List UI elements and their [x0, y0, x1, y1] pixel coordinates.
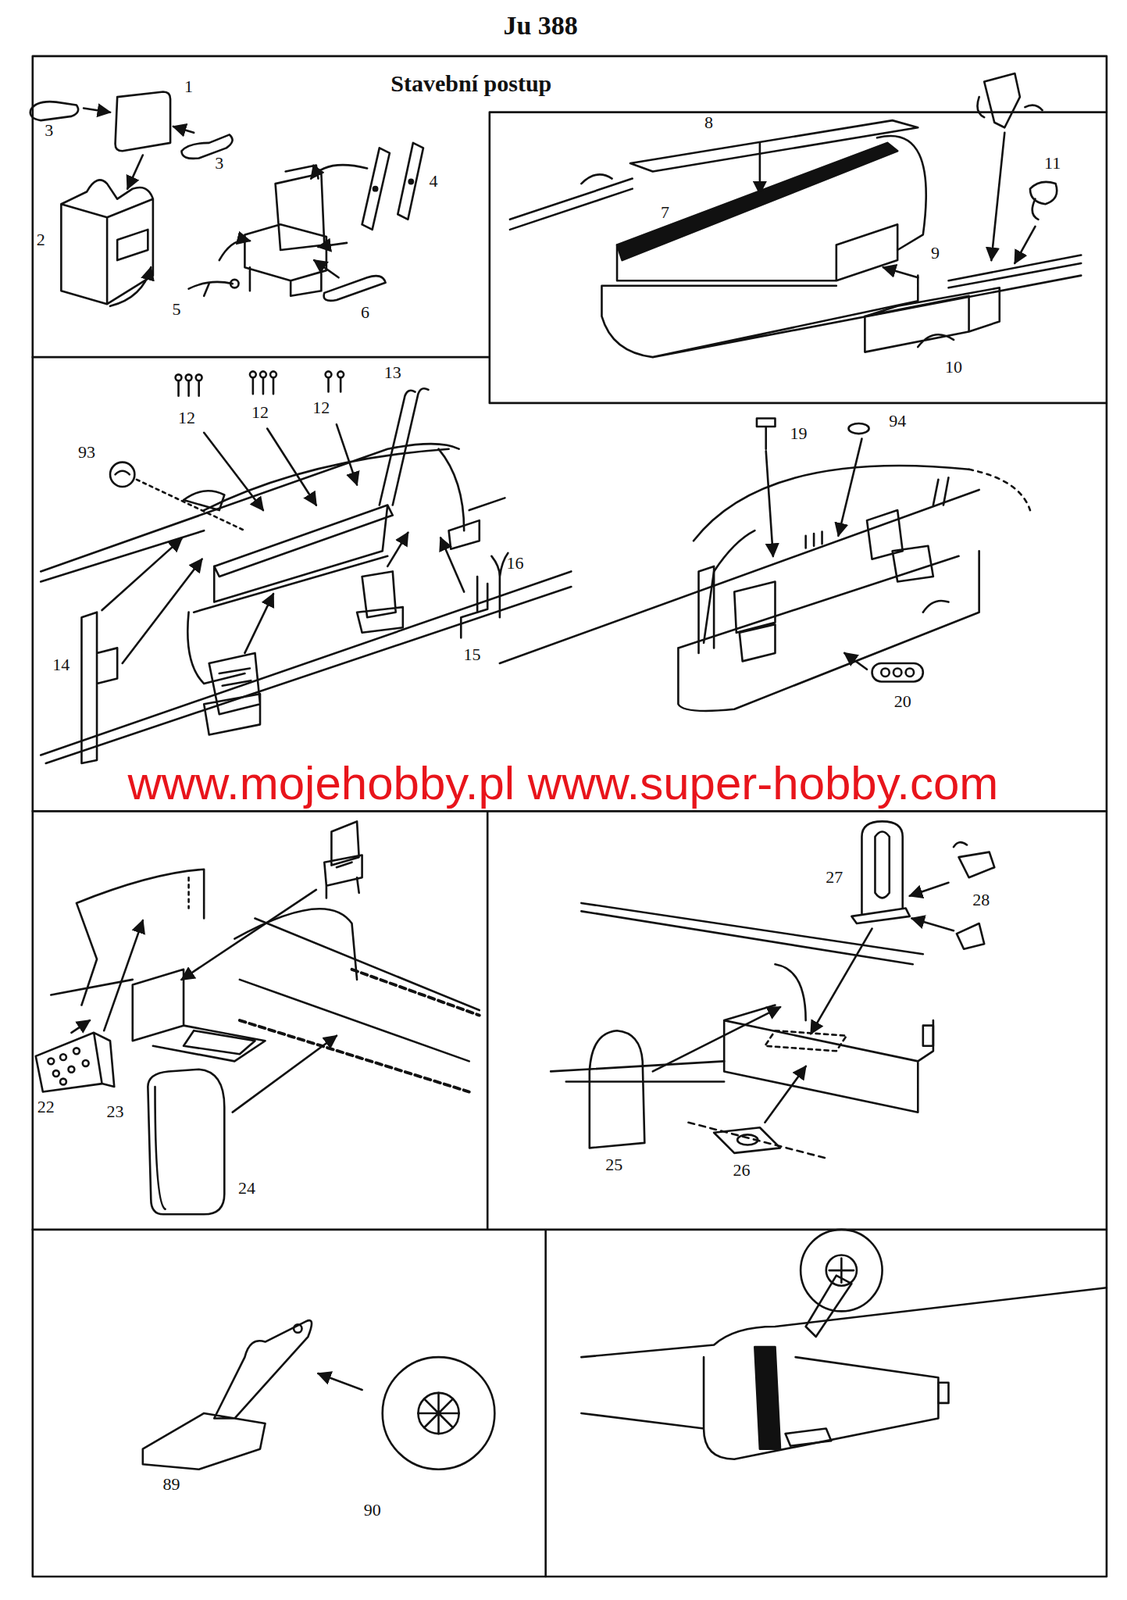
- callout-number: 23: [106, 1102, 125, 1120]
- callout-number: 3: [214, 154, 224, 172]
- callout-number: 24: [238, 1179, 256, 1197]
- callout-number: 12: [178, 409, 196, 427]
- callout-number: 10: [945, 358, 963, 376]
- callout-number: 28: [972, 891, 990, 909]
- callout-number: 25: [605, 1155, 623, 1174]
- callout-number: 6: [360, 303, 370, 321]
- callout-number: 3: [44, 121, 54, 140]
- callout-number: 93: [78, 443, 96, 461]
- callout-number: 9: [930, 244, 940, 262]
- callout-number: 16: [506, 554, 524, 572]
- callout-number: 12: [312, 399, 330, 417]
- callout-number: 7: [660, 203, 670, 222]
- callout-number: 15: [463, 645, 482, 664]
- callout-number: 8: [704, 114, 714, 132]
- watermark: www.mojehobby.pl www.super-hobby.com: [127, 759, 999, 807]
- callout-number: 27: [825, 868, 843, 886]
- callout-number: 20: [894, 692, 912, 710]
- callout-number: 89: [162, 1475, 180, 1493]
- callout-number: 11: [1044, 154, 1061, 172]
- callout-number: 22: [37, 1098, 55, 1116]
- callout-number: 2: [36, 231, 46, 249]
- callout-number: 1: [184, 78, 193, 96]
- callout-number: 94: [888, 412, 906, 430]
- callout-number: 19: [790, 424, 808, 443]
- callout-number: 90: [363, 1501, 382, 1519]
- callout-number: 13: [384, 363, 402, 382]
- callout-number: 26: [732, 1161, 750, 1179]
- callout-number: 4: [429, 172, 439, 190]
- callout-number: 12: [251, 403, 269, 421]
- page-title: Ju 388: [502, 12, 578, 40]
- callout-number: 14: [52, 656, 70, 674]
- section-heading: Stavební postup: [390, 71, 552, 96]
- callout-number: 5: [171, 300, 181, 318]
